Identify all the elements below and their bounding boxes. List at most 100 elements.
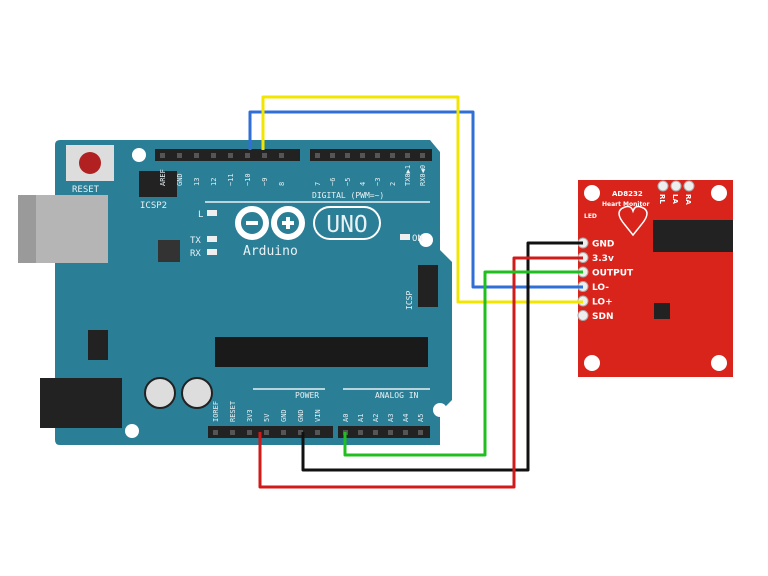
power-label: POWER — [295, 391, 319, 400]
digital-pin-socket[interactable] — [315, 153, 320, 158]
digital-header-left — [155, 149, 300, 161]
digital-pin-socket[interactable] — [279, 153, 284, 158]
analog-pin-label: A4 — [402, 414, 410, 422]
digital-pin-socket[interactable] — [390, 153, 395, 158]
arduino-uno-board: RESET ICSP2 DIGITAL (PWM=~) UNO Arduino … — [18, 140, 452, 445]
power-pin-socket[interactable] — [213, 430, 218, 435]
led-l-label: L — [198, 210, 203, 220]
digital-pin-label: ~5 — [344, 178, 352, 186]
digital-label: DIGITAL (PWM=~) — [312, 191, 384, 200]
analog-pin-socket[interactable] — [373, 430, 378, 435]
wire-red-3v3 — [258, 256, 583, 489]
analog-pin-label: A2 — [372, 414, 380, 422]
digital-pin-label: TX0▶1 — [404, 165, 412, 186]
power-pin-socket[interactable] — [281, 430, 286, 435]
microcontroller-chip — [215, 337, 428, 367]
digital-pin-socket[interactable] — [375, 153, 380, 158]
power-header — [208, 426, 333, 438]
digital-pin-label: 7 — [314, 182, 322, 186]
digital-pin-label: 2 — [389, 182, 397, 186]
wire-blue-d11-lo-minus — [248, 110, 583, 289]
digital-pin-label: GND — [176, 173, 184, 186]
digital-pin-label: ~3 — [374, 178, 382, 186]
electrode-pin[interactable] — [657, 180, 669, 192]
digital-pin-socket[interactable] — [330, 153, 335, 158]
icsp2-label: ICSP2 — [140, 201, 167, 211]
digital-pin-socket[interactable] — [420, 153, 425, 158]
digital-pin-socket[interactable] — [211, 153, 216, 158]
analog-pin-socket[interactable] — [388, 430, 393, 435]
digital-pin-socket[interactable] — [360, 153, 365, 158]
digital-pin-socket[interactable] — [177, 153, 182, 158]
digital-pin-label: ~11 — [227, 173, 235, 186]
wire-yellow-d10-lo-plus — [261, 95, 583, 304]
electrode-pin[interactable] — [683, 180, 695, 192]
arduino-logo: UNO Arduino — [235, 206, 381, 259]
power-pin-label: VIN — [314, 409, 322, 422]
digital-pin-socket[interactable] — [405, 153, 410, 158]
sensor-pin-label: SDN — [592, 312, 614, 322]
led-rx-label: RX — [190, 249, 201, 259]
digital-pin-socket[interactable] — [194, 153, 199, 158]
digital-pin-label: 12 — [210, 178, 218, 186]
sensor-pin-label: LO- — [592, 283, 609, 293]
heart-icon — [618, 205, 648, 237]
analog-pin-label: A5 — [417, 414, 425, 422]
power-pin-socket[interactable] — [264, 430, 269, 435]
sensor-pin-label: OUTPUT — [592, 269, 634, 279]
power-pin-label: RESET — [229, 400, 237, 422]
digital-pin-label: 4 — [359, 182, 367, 186]
analog-header — [338, 426, 430, 438]
power-pin-socket[interactable] — [247, 430, 252, 435]
power-pin-socket[interactable] — [315, 430, 320, 435]
led-label: LED — [584, 213, 597, 220]
electrode-label: LA — [671, 194, 679, 204]
ad8232-board: AD8232 Heart Monitor LED GND3.3vOUTPUTLO… — [577, 180, 733, 377]
sensor-subtitle: Heart Monitor — [602, 201, 649, 208]
digital-pin-label: ~9 — [261, 178, 269, 186]
power-pin-label: GND — [297, 409, 305, 422]
power-pin-socket[interactable] — [298, 430, 303, 435]
electrode-jack — [653, 220, 733, 252]
digital-pin-socket[interactable] — [245, 153, 250, 158]
sensor-pin-label: LO+ — [592, 298, 613, 308]
wire-green-a0-output — [343, 270, 583, 457]
power-pin-label: GND — [280, 409, 288, 422]
sensor-pin-5[interactable] — [577, 310, 589, 321]
electrode-label: RL — [658, 194, 666, 204]
icsp-header — [418, 265, 438, 307]
electrode-pin[interactable] — [670, 180, 682, 192]
wire-black-gnd — [301, 241, 583, 472]
sensor-pin-label: GND — [592, 240, 614, 250]
power-pin-label: IOREF — [212, 401, 220, 422]
led-tx-label: TX — [190, 236, 201, 246]
power-jack — [40, 378, 122, 428]
digital-pin-socket[interactable] — [228, 153, 233, 158]
analog-pin-label: A3 — [387, 414, 395, 422]
digital-pin-label: RX0◀0 — [419, 165, 427, 186]
analog-pin-label: A1 — [357, 414, 365, 422]
analog-pin-socket[interactable] — [418, 430, 423, 435]
power-pin-label: 3V3 — [246, 409, 254, 422]
digital-pin-socket[interactable] — [262, 153, 267, 158]
digital-pin-socket[interactable] — [345, 153, 350, 158]
digital-pin-label: ~6 — [329, 178, 337, 186]
digital-pin-label: AREF — [159, 169, 167, 186]
power-pin-socket[interactable] — [230, 430, 235, 435]
electrode-label: RA — [684, 194, 692, 205]
model-label: UNO — [326, 212, 368, 238]
digital-pin-socket[interactable] — [160, 153, 165, 158]
brand-label: Arduino — [243, 244, 298, 259]
led-on-label: ON — [412, 234, 423, 244]
power-pin-label: 5V — [263, 413, 271, 422]
digital-pin-label: 8 — [278, 182, 286, 186]
wires — [248, 95, 583, 489]
digital-pin-label: 13 — [193, 178, 201, 186]
analog-pin-label: A0 — [342, 414, 350, 422]
digital-header-right — [310, 149, 432, 161]
reset-label: RESET — [72, 185, 100, 195]
analog-pin-socket[interactable] — [403, 430, 408, 435]
sensor-pin-label: 3.3v — [592, 254, 614, 264]
analog-pin-socket[interactable] — [358, 430, 363, 435]
